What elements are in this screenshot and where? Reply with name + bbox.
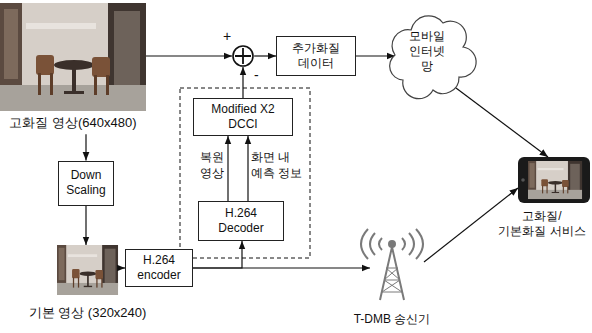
node-text: Down Scaling bbox=[64, 168, 108, 198]
node-text: H.264 Decoder bbox=[206, 206, 276, 236]
caption-text: T-DMB 송신기 bbox=[354, 312, 431, 327]
process-box: 추가화질 데이터 bbox=[276, 36, 356, 76]
image-node: 기본 영상 (320x240) bbox=[57, 245, 118, 295]
node-text: H.264 encoder bbox=[131, 253, 187, 283]
connector bbox=[193, 241, 242, 268]
image-node: 고화질 영상(640x480) bbox=[0, 3, 146, 111]
edge-label: 복원 영상 bbox=[192, 150, 224, 181]
caption-text: 고화질/ 기본화질 서비스 bbox=[497, 209, 587, 239]
process-box: H.264 Decoder bbox=[198, 201, 284, 241]
connector bbox=[242, 67, 243, 98]
process-box: H.264 encoder bbox=[125, 249, 193, 287]
network-cloud: 모바일 인터넷 망 bbox=[383, 5, 471, 97]
edge-label: 화면 내 예측 정보 bbox=[251, 150, 305, 181]
caption-text: 고화질 영상(640x480) bbox=[9, 115, 136, 131]
node-text: 추가화질 데이터 bbox=[286, 41, 346, 71]
phone-drawing bbox=[518, 157, 590, 203]
connector bbox=[85, 206, 86, 246]
sign-text: - bbox=[254, 68, 259, 82]
transmitter-node: T-DMB 송신기 bbox=[352, 232, 432, 304]
process-box: Down Scaling bbox=[58, 161, 114, 206]
connector bbox=[247, 136, 248, 201]
hd-photo bbox=[0, 3, 146, 111]
node-text: Modified X2 DCCI bbox=[203, 102, 283, 132]
process-box: Modified X2 DCCI bbox=[193, 98, 293, 136]
caption-text: 기본 영상 (320x240) bbox=[29, 305, 147, 321]
connector bbox=[146, 55, 232, 56]
phone-node: 고화질/ 기본화질 서비스 bbox=[518, 157, 590, 203]
connector bbox=[118, 267, 125, 268]
connector bbox=[227, 136, 228, 201]
edge-label-holder: 복원 영상 bbox=[192, 150, 224, 181]
decoder-group-bracket bbox=[180, 88, 310, 258]
connector bbox=[254, 55, 276, 56]
connector bbox=[356, 55, 395, 56]
base-photo bbox=[57, 245, 118, 295]
connector bbox=[452, 85, 548, 157]
antenna-drawing bbox=[361, 229, 423, 300]
subtractor-circle: +- bbox=[232, 45, 254, 67]
sign-text: + bbox=[223, 29, 231, 43]
connector bbox=[85, 134, 86, 160]
sum-symbol bbox=[232, 45, 254, 67]
edge-label-holder: 화면 내 예측 정보 bbox=[251, 150, 305, 181]
node-text: 모바일 인터넷 망 bbox=[407, 29, 447, 74]
